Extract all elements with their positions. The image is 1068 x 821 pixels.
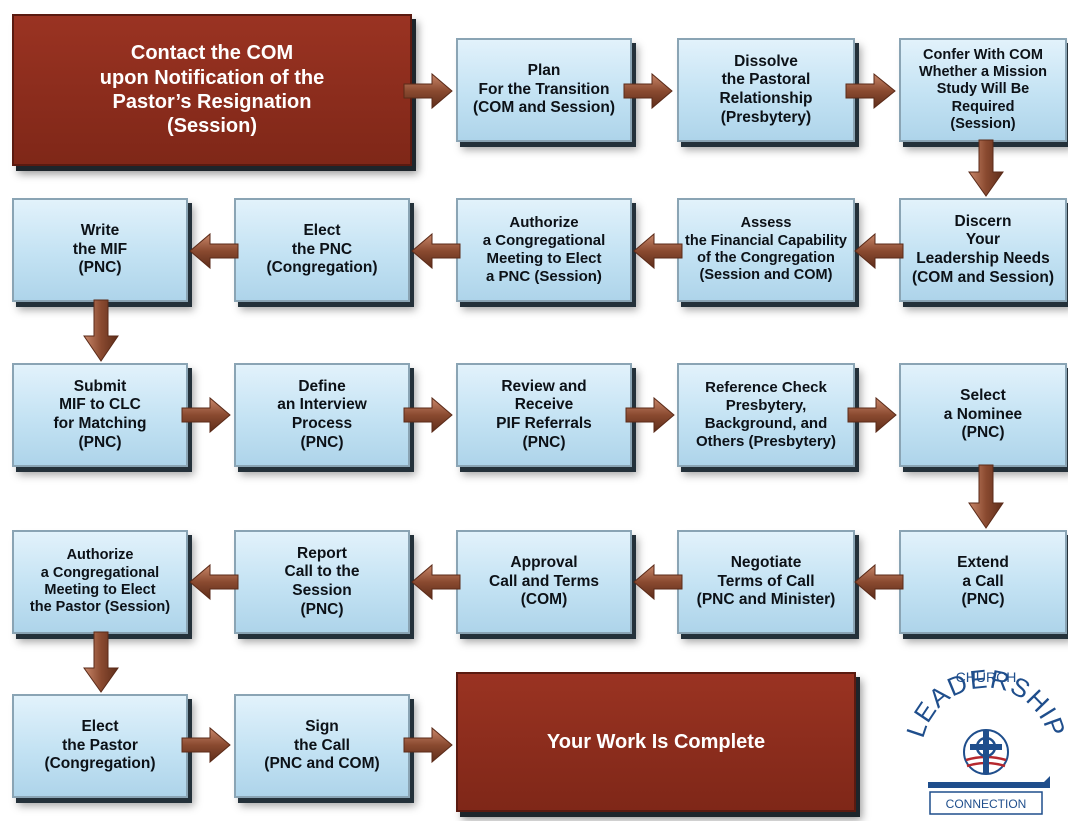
arrow-right <box>403 396 453 434</box>
step-authorize-pastor: Authorize a Congregational Meeting to El… <box>12 530 188 634</box>
step-complete: Your Work Is Complete <box>456 672 856 812</box>
step-label: Contact the COM upon Notification of the… <box>99 42 325 138</box>
arrow-right <box>625 396 675 434</box>
arrow-right <box>181 396 231 434</box>
logo-line3: CONNECTION <box>946 797 1027 811</box>
step-label: Submit MIF to CLC for Matching (PNC) <box>53 377 147 451</box>
step-elect-pastor: Elect the Pastor (Congregation) <box>12 694 188 798</box>
cross-emblem-icon <box>963 729 1009 775</box>
step-label: Plan For the Transition (COM and Session… <box>472 62 616 117</box>
step-reference-check: Reference Check Presbytery, Background, … <box>677 363 855 467</box>
step-label: Reference Check Presbytery, Background, … <box>695 379 837 450</box>
step-negotiate: Negotiate Terms of Call (PNC and Ministe… <box>677 530 855 634</box>
arrow-right <box>403 726 453 764</box>
step-elect-pnc: Elect the PNC (Congregation) <box>234 198 410 302</box>
step-sign-call: Sign the Call (PNC and COM) <box>234 694 410 798</box>
step-discern: Discern Your Leadership Needs (COM and S… <box>899 198 1067 302</box>
step-select-nominee: Select a Nominee (PNC) <box>899 363 1067 467</box>
arrow-down <box>83 631 119 693</box>
step-write-mif: Write the MIF (PNC) <box>12 198 188 302</box>
arrow-right <box>847 396 897 434</box>
step-label: Define an Interview Process (PNC) <box>277 377 367 451</box>
step-label: Assess the Financial Capability of the C… <box>685 215 847 284</box>
step-label: Your Work Is Complete <box>546 731 766 753</box>
step-label: Extend a Call (PNC) <box>957 554 1009 609</box>
arrow-left <box>411 563 461 601</box>
arrow-left <box>854 232 904 270</box>
arrow-down <box>968 464 1004 529</box>
arrow-right <box>181 726 231 764</box>
step-label: Confer With COM Whether a Mission Study … <box>918 46 1048 133</box>
step-label: Negotiate Terms of Call (PNC and Ministe… <box>696 554 836 609</box>
step-label: Select a Nominee (PNC) <box>943 387 1023 442</box>
step-dissolve: Dissolve the Pastoral Relationship (Pres… <box>677 38 855 142</box>
step-confer: Confer With COM Whether a Mission Study … <box>899 38 1067 142</box>
step-label: Discern Your Leadership Needs (COM and S… <box>911 212 1055 286</box>
step-assess: Assess the Financial Capability of the C… <box>677 198 855 302</box>
arrow-down <box>968 139 1004 197</box>
arrow-left <box>189 232 239 270</box>
step-contact-com: Contact the COM upon Notification of the… <box>12 14 412 166</box>
step-authorize-pnc: Authorize a Congregational Meeting to El… <box>456 198 632 302</box>
step-label: Sign the Call (PNC and COM) <box>264 718 380 773</box>
step-label: Authorize a Congregational Meeting to El… <box>482 214 606 285</box>
logo-line1: CHURCH <box>956 669 1017 685</box>
church-leadership-connection-logo: CHURCH LEADERSHIP CONNECTION <box>900 664 1068 815</box>
step-label: Dissolve the Pastoral Relationship (Pres… <box>719 52 813 126</box>
step-report-call: Report Call to the Session (PNC) <box>234 530 410 634</box>
step-label: Approval Call and Terms (COM) <box>489 554 599 609</box>
step-define-interview: Define an Interview Process (PNC) <box>234 363 410 467</box>
step-label: Elect the Pastor (Congregation) <box>44 718 156 773</box>
arrow-left <box>854 563 904 601</box>
arrow-left <box>633 232 683 270</box>
arrow-left <box>411 232 461 270</box>
step-extend-call: Extend a Call (PNC) <box>899 530 1067 634</box>
step-approval: Approval Call and Terms (COM) <box>456 530 632 634</box>
step-review-pif: Review and Receive PIF Referrals (PNC) <box>456 363 632 467</box>
step-label: Report Call to the Session (PNC) <box>284 544 360 618</box>
step-label: Write the MIF (PNC) <box>72 222 128 277</box>
arrow-left <box>189 563 239 601</box>
step-label: Elect the PNC (Congregation) <box>266 222 378 277</box>
step-submit-mif: Submit MIF to CLC for Matching (PNC) <box>12 363 188 467</box>
step-label: Review and Receive PIF Referrals (PNC) <box>496 377 592 451</box>
step-plan: Plan For the Transition (COM and Session… <box>456 38 632 142</box>
arrow-left <box>633 563 683 601</box>
arrow-down <box>83 299 119 362</box>
step-label: Authorize a Congregational Meeting to El… <box>29 547 171 616</box>
